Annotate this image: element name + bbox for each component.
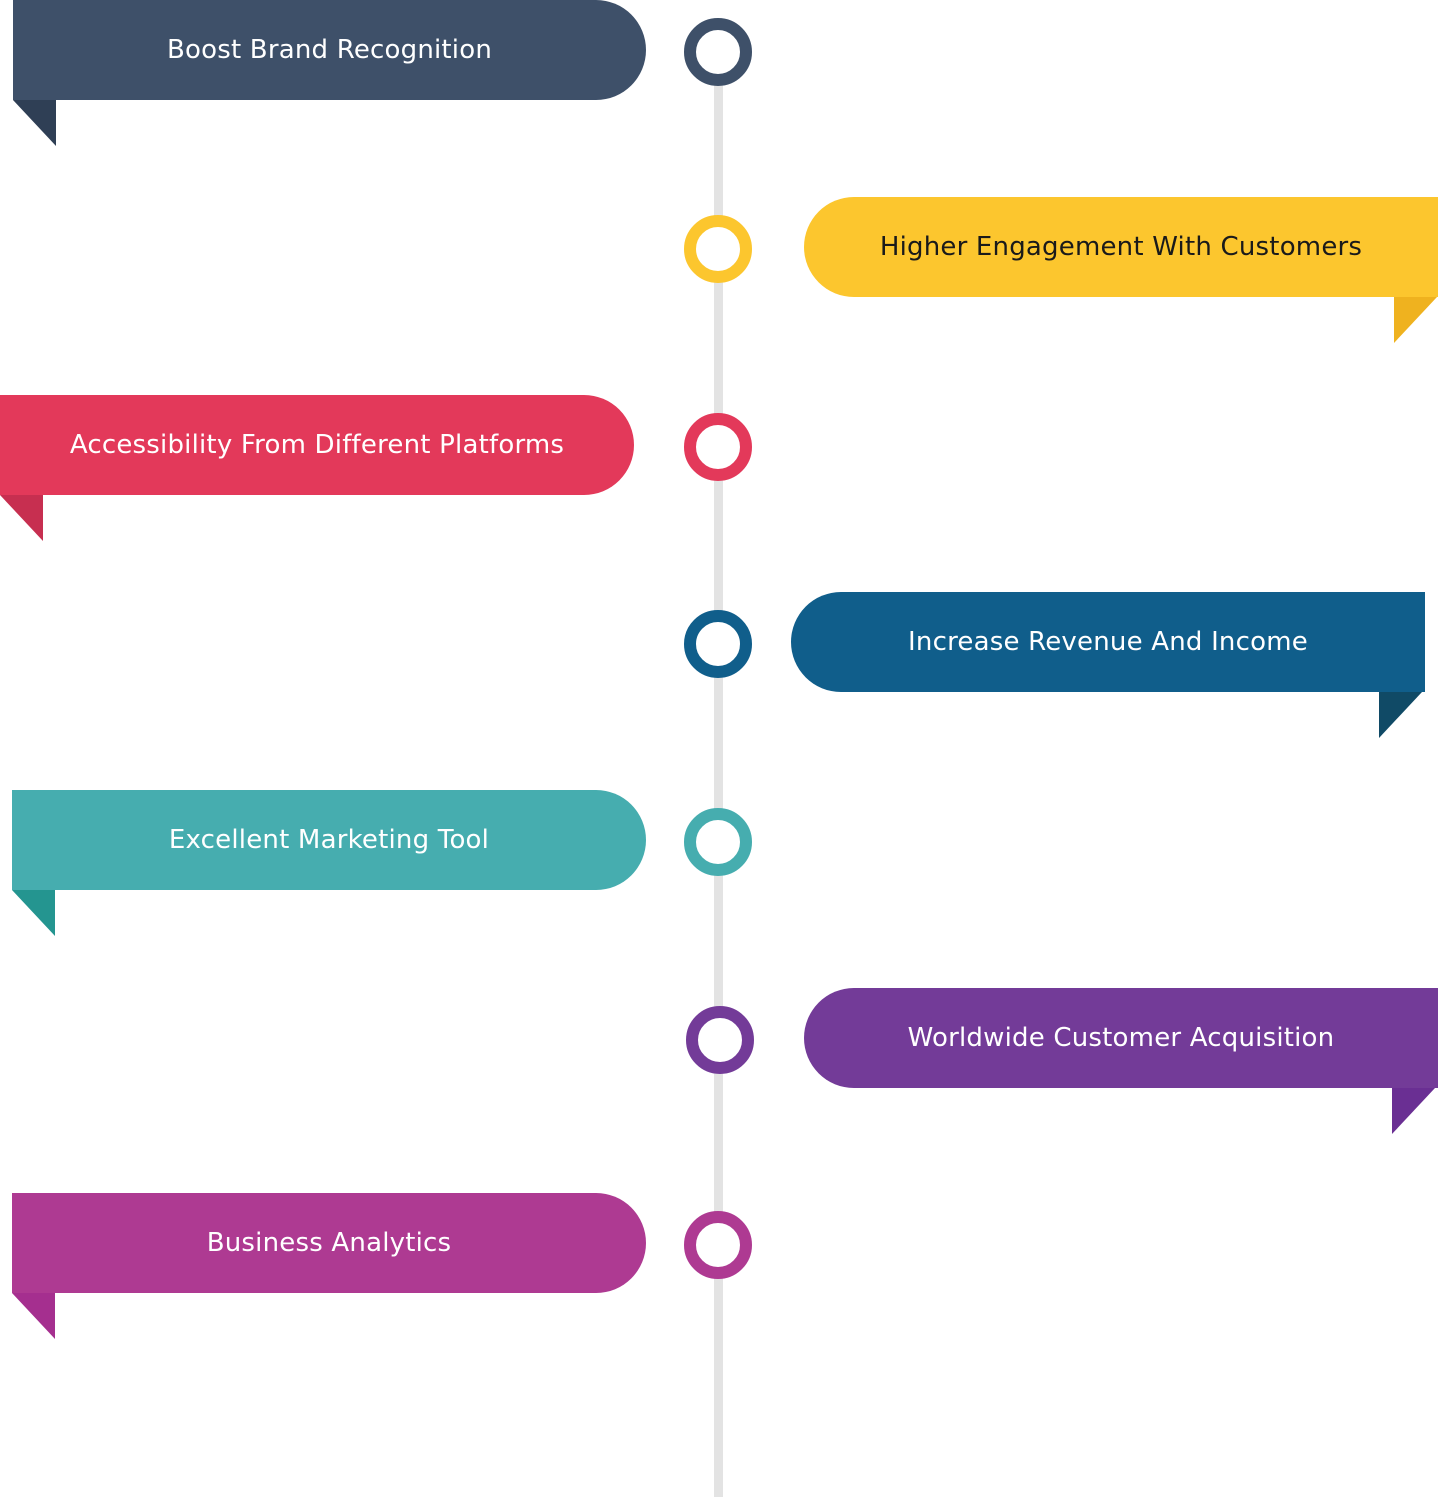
banner-fold — [13, 100, 56, 146]
timeline-banner-label: Higher Engagement With Customers — [879, 232, 1363, 262]
timeline-axis-line — [714, 50, 723, 1497]
timeline-banner-label: Accessibility From Different Platforms — [69, 430, 565, 460]
banner-fold — [1379, 692, 1422, 738]
timeline-item-increase-revenue: Increase Revenue And Income — [0, 592, 1438, 742]
timeline-node — [686, 1006, 754, 1074]
timeline-node — [684, 610, 752, 678]
timeline-banner: Accessibility From Different Platforms — [0, 395, 634, 495]
timeline-node — [684, 413, 752, 481]
timeline-item-excellent-marketing: Excellent Marketing Tool — [0, 790, 1438, 940]
timeline-banner-label: Increase Revenue And Income — [908, 627, 1308, 657]
timeline-banner: Excellent Marketing Tool — [12, 790, 646, 890]
timeline-item-boost-brand-recognition: Boost Brand Recognition — [0, 0, 1438, 150]
banner-fold — [1392, 1088, 1435, 1134]
banner-fold — [0, 495, 43, 541]
timeline-item-accessibility: Accessibility From Different Platforms — [0, 395, 1438, 545]
timeline-banner: Higher Engagement With Customers — [804, 197, 1438, 297]
timeline-banner: Increase Revenue And Income — [791, 592, 1425, 692]
timeline-banner-label: Excellent Marketing Tool — [168, 825, 490, 855]
timeline-item-higher-engagement: Higher Engagement With Customers — [0, 197, 1438, 347]
timeline-banner: Boost Brand Recognition — [13, 0, 646, 100]
timeline-banner-label: Boost Brand Recognition — [166, 35, 493, 65]
timeline-node — [684, 215, 752, 283]
banner-fold — [1394, 297, 1437, 343]
timeline-banner: Worldwide Customer Acquisition — [804, 988, 1438, 1088]
timeline-banner-label: Business Analytics — [206, 1228, 452, 1258]
timeline-item-worldwide-acquisition: Worldwide Customer Acquisition — [0, 988, 1438, 1138]
timeline-node — [684, 18, 752, 86]
banner-fold — [12, 1293, 55, 1339]
timeline-banner-label: Worldwide Customer Acquisition — [907, 1023, 1335, 1053]
timeline-node — [684, 1211, 752, 1279]
banner-fold — [12, 890, 55, 936]
timeline-node — [684, 808, 752, 876]
timeline-banner: Business Analytics — [12, 1193, 646, 1293]
timeline-item-business-analytics: Business Analytics — [0, 1193, 1438, 1343]
